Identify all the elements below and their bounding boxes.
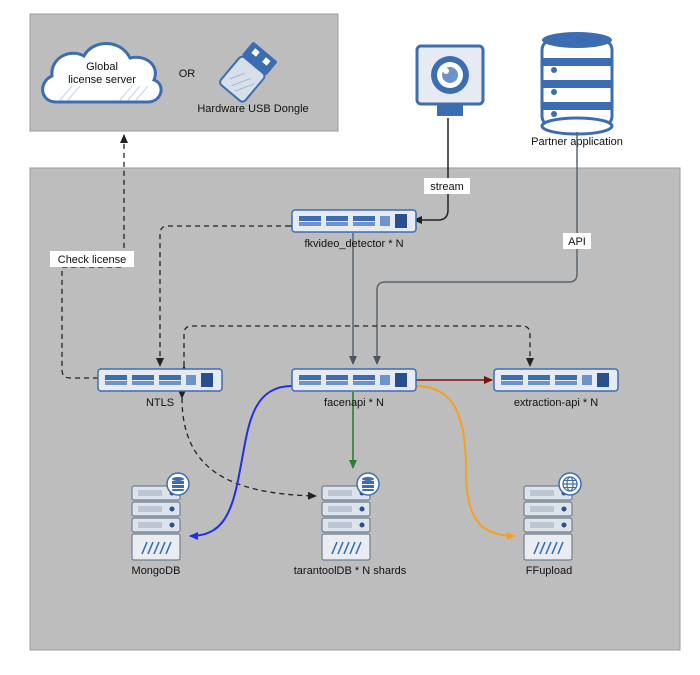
globe-badge-icon (558, 472, 582, 496)
ntls-extraction-dashed-arrow (180, 325, 534, 374)
stream-label: stream (430, 181, 464, 193)
facenapi-label: facenapi * N (324, 397, 384, 409)
cloud-label-line2: license server (68, 74, 136, 86)
ffupload-label: FFupload (526, 565, 572, 577)
mongodb-label: MongoDB (132, 565, 181, 577)
ntls-server (97, 368, 223, 392)
mongodb-server (131, 485, 181, 561)
ntls-label: NTLS (146, 397, 174, 409)
fkvideo-detector-server (291, 209, 417, 233)
extraction-api-label: extraction-api * N (514, 397, 598, 409)
facenapi-to-ffupload-arrow (415, 385, 516, 540)
camera-icon (415, 44, 485, 116)
api-arrow (373, 132, 578, 365)
tarantooldb-server (321, 485, 371, 561)
dongle-label: Hardware USB Dongle (197, 103, 308, 115)
ffupload-server (523, 485, 573, 561)
stream-arrow (413, 118, 449, 224)
api-label-box: API (563, 233, 591, 249)
facenapi-to-mongodb-arrow (189, 385, 293, 540)
check-license-dashed-arrow (61, 134, 128, 382)
cloud-icon (41, 42, 163, 104)
check-license-label: Check license (58, 254, 126, 266)
tarantooldb-label: tarantoolDB * N shards (294, 565, 407, 577)
database-icon (540, 32, 614, 136)
cloud-label-line1: Global (86, 61, 118, 73)
fkvideo-ntls-dashed-arrow (156, 222, 298, 367)
api-label: API (568, 236, 586, 248)
facenapi-server (291, 368, 417, 392)
usb-dongle-icon (219, 42, 277, 103)
stream-label-box: stream (424, 178, 470, 194)
extraction-api-server (493, 368, 619, 392)
database-badge-icon (166, 472, 190, 496)
check-license-label-box: Check license (50, 251, 134, 267)
or-label: OR (179, 68, 196, 80)
fkvideo-detector-label: fkvideo_detector * N (304, 238, 403, 250)
database-badge-icon (356, 472, 380, 496)
